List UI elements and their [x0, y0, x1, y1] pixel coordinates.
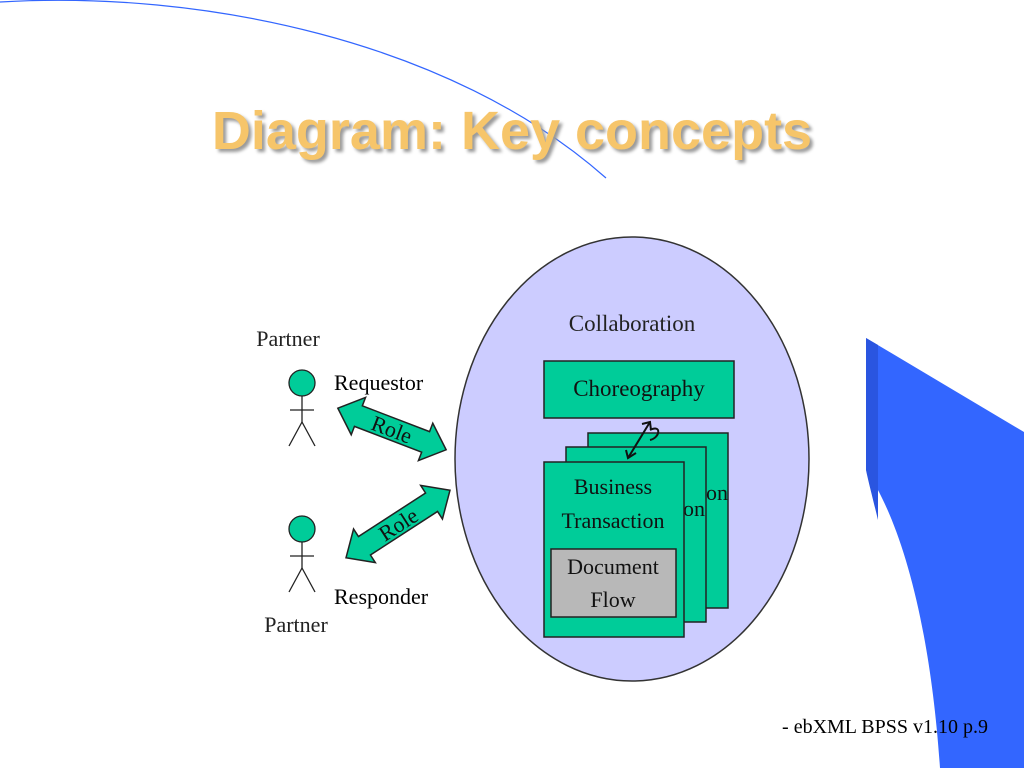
- slide-footer: - ebXML BPSS v1.10 p.9: [782, 716, 988, 738]
- decorative-blue-shape: [866, 338, 1024, 768]
- decorative-swoosh-line: [0, 0, 607, 179]
- slide-title: Diagram: Key concepts: [211, 101, 813, 161]
- document-flow-line1: Document: [567, 554, 659, 579]
- role-top-label: Role: [368, 410, 416, 448]
- partner-top-label: Partner: [256, 326, 320, 351]
- responder-label: Responder: [334, 584, 429, 609]
- partner-bottom-label: Partner: [264, 612, 328, 637]
- choreography-link-arrow: [625, 420, 660, 460]
- collaboration-label: Collaboration: [569, 311, 696, 336]
- middle-card-fragment: on: [683, 496, 705, 521]
- back-card-fragment: on: [706, 480, 728, 505]
- document-flow-box: [550, 548, 677, 618]
- choreography-box: [543, 360, 735, 419]
- choreography-label: Choreography: [573, 376, 705, 401]
- role-arrow-top: Role: [336, 396, 448, 462]
- partner-requestor-figure: [288, 369, 316, 447]
- role-arrow-bottom: Role: [345, 484, 451, 564]
- business-transaction-line1: Business: [574, 474, 652, 499]
- business-transaction-line2: Transaction: [561, 508, 664, 533]
- document-flow-line2: Flow: [590, 587, 635, 612]
- partner-responder-figure: [288, 515, 316, 593]
- requestor-label: Requestor: [334, 370, 424, 395]
- decorative-blue-shade: [866, 338, 878, 520]
